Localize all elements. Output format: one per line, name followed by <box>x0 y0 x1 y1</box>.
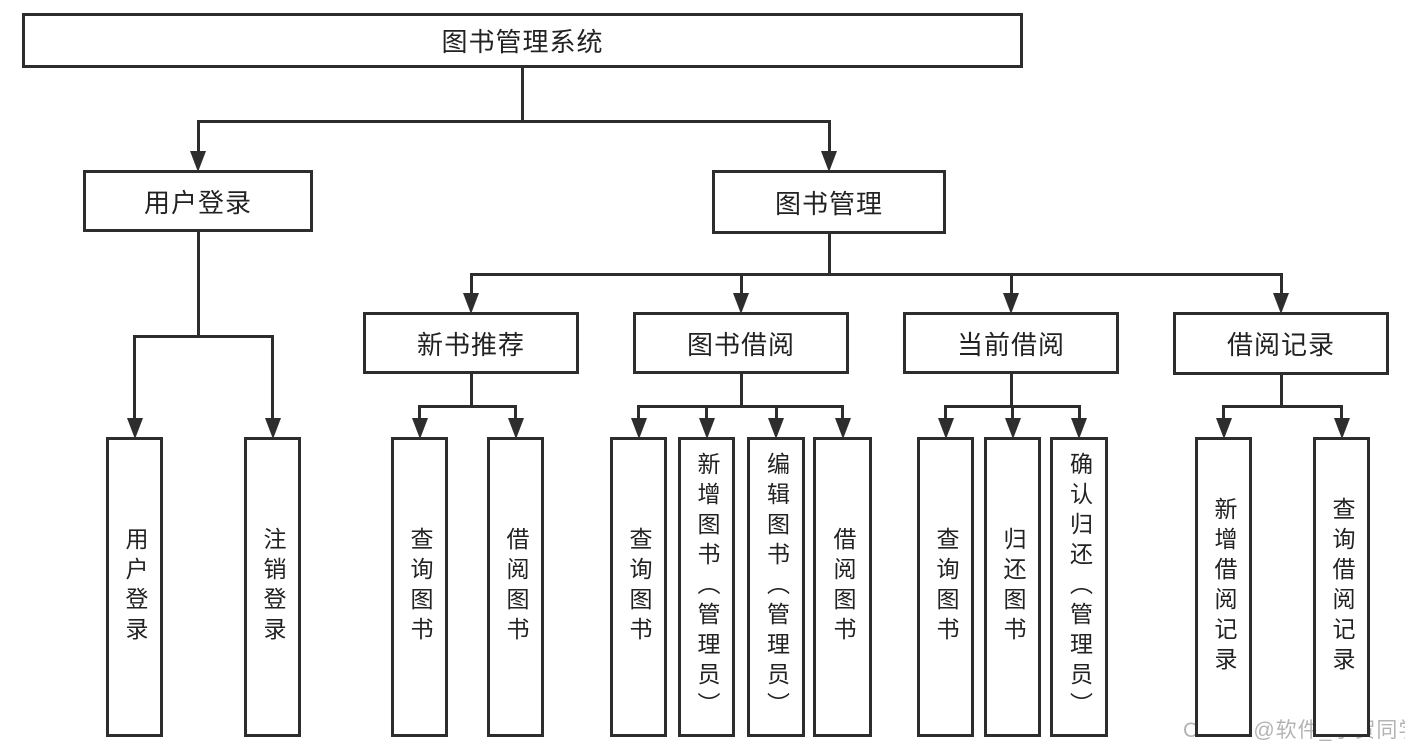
node-label: 注销登录 <box>260 527 286 647</box>
diagram-node-borrow_add: 新增图书（管理员） <box>678 437 735 737</box>
connector-line <box>637 405 640 422</box>
connector-line <box>469 273 1283 276</box>
arrow-down-icon <box>1273 293 1289 314</box>
diagram-node-rec_borrow: 借阅图书 <box>487 437 544 737</box>
arrow-down-icon <box>264 418 281 439</box>
arrow-down-icon <box>1215 418 1232 439</box>
connector-line <box>1009 273 1013 297</box>
connector-line <box>774 405 778 422</box>
node-label: 图书借阅 <box>686 329 795 360</box>
node-label: 用户登录 <box>143 187 252 218</box>
connector-line <box>1340 405 1343 422</box>
diagram-node-login_logout: 注销登录 <box>244 437 301 737</box>
diagram-node-hist_query: 查询借阅记录 <box>1313 437 1370 737</box>
connector-line <box>1011 405 1014 422</box>
connector-line <box>944 405 947 422</box>
connector-line <box>469 374 473 408</box>
connector-line <box>739 273 743 297</box>
node-label: 图书管理系统 <box>441 27 604 57</box>
node-label: 新增图书（管理员） <box>694 452 720 722</box>
node-label: 借阅记录 <box>1226 330 1335 360</box>
arrow-down-icon <box>1003 293 1019 314</box>
arrow-down-icon <box>698 418 715 439</box>
connector-line <box>418 405 517 408</box>
diagram-node-login: 用户登录 <box>83 170 313 232</box>
connector-line <box>196 232 200 338</box>
node-label: 编辑图书（管理员） <box>763 452 790 722</box>
node-label: 查询图书 <box>407 527 433 647</box>
diagram-node-borrow_borrow: 借阅图书 <box>813 437 872 737</box>
connector-line <box>418 405 421 422</box>
arrow-down-icon <box>1333 418 1350 439</box>
connector-line <box>1077 405 1081 422</box>
arrow-down-icon <box>937 418 954 439</box>
arrow-down-icon <box>411 418 428 439</box>
connector-line <box>705 405 708 422</box>
connector-line <box>841 405 844 422</box>
connector-line <box>827 234 831 276</box>
connector-line <box>1009 374 1013 408</box>
connector-line <box>133 335 274 338</box>
diagram-node-borrow_query: 查询图书 <box>610 437 667 737</box>
connector-line <box>196 120 200 155</box>
diagram-node-hist_add: 新增借阅记录 <box>1195 437 1252 737</box>
diagram-node-borrow: 图书借阅 <box>633 312 849 374</box>
node-label: 新书推荐 <box>416 329 525 360</box>
connector-line <box>521 68 524 123</box>
connector-line <box>133 335 136 422</box>
connector-line <box>637 405 844 408</box>
node-label: 新增借阅记录 <box>1211 497 1237 677</box>
diagram-node-borrow_edit: 编辑图书（管理员） <box>747 437 805 737</box>
node-label: 查询借阅记录 <box>1329 497 1355 677</box>
connector-line <box>739 374 743 408</box>
node-label: 图书管理 <box>774 188 883 219</box>
arrow-down-icon <box>507 418 524 439</box>
diagram-node-rec_query: 查询图书 <box>391 437 448 737</box>
diagram-node-cur_return: 归还图书 <box>984 437 1041 737</box>
connector-line <box>1279 273 1283 297</box>
diagram-node-mgmt: 图书管理 <box>712 170 946 234</box>
connector-line <box>1222 405 1225 422</box>
arrow-down-icon <box>1071 418 1087 439</box>
diagram-node-rec: 新书推荐 <box>363 312 579 374</box>
diagram-node-history: 借阅记录 <box>1173 312 1389 375</box>
diagram-node-login_login: 用户登录 <box>106 437 163 737</box>
node-label: 归还图书 <box>1000 527 1026 647</box>
connector-line <box>514 405 517 422</box>
connector-line <box>196 120 831 123</box>
arrow-down-icon <box>190 151 206 172</box>
arrow-down-icon <box>821 151 837 172</box>
arrow-down-icon <box>630 418 647 439</box>
node-label: 用户登录 <box>122 527 148 647</box>
diagram-node-cur_query: 查询图书 <box>917 437 974 737</box>
arrow-down-icon <box>463 293 479 314</box>
connector-line <box>469 273 473 297</box>
arrow-down-icon <box>126 418 143 439</box>
connector-line <box>271 335 274 422</box>
connector-line <box>1222 405 1343 408</box>
node-label: 查询图书 <box>933 527 959 647</box>
node-label: 借阅图书 <box>830 527 856 647</box>
node-label: 借阅图书 <box>503 527 529 647</box>
diagram-node-current: 当前借阅 <box>903 312 1119 374</box>
arrow-down-icon <box>733 293 749 314</box>
arrow-down-icon <box>834 418 851 439</box>
diagram-node-root: 图书管理系统 <box>22 13 1023 68</box>
diagram-node-cur_confirm: 确认归还（管理员） <box>1050 437 1108 737</box>
node-label: 当前借阅 <box>956 329 1065 360</box>
arrow-down-icon <box>768 418 784 439</box>
node-label: 查询图书 <box>626 527 652 647</box>
node-label: 确认归还（管理员） <box>1066 452 1093 722</box>
connector-line <box>1279 375 1283 408</box>
connector-line <box>827 120 831 155</box>
arrow-down-icon <box>1004 418 1021 439</box>
